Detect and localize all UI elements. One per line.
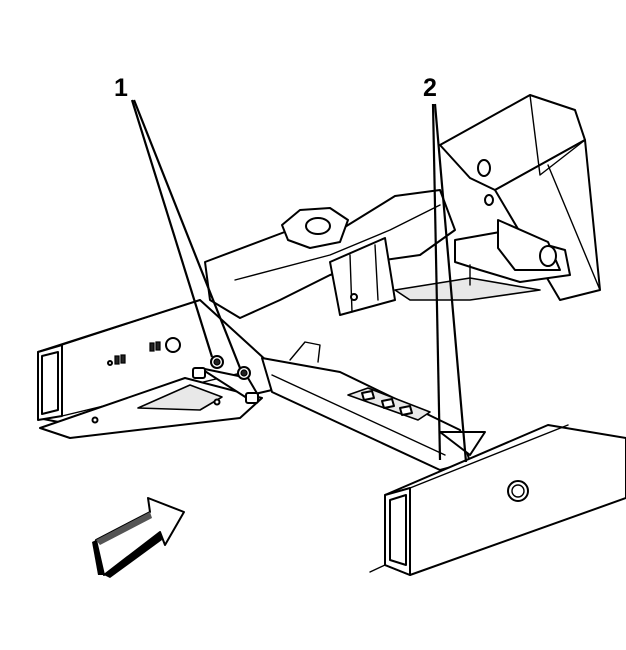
lower-crossmember bbox=[261, 341, 486, 471]
right-frame-rail bbox=[439, 94, 601, 301]
front-right-rail bbox=[369, 424, 626, 576]
callout-leaders bbox=[130, 99, 468, 463]
leader-1a bbox=[130, 99, 214, 358]
bolt-group bbox=[192, 355, 259, 404]
leader-1b bbox=[132, 99, 242, 369]
crossmember bbox=[204, 189, 456, 319]
forward-arrow-icon bbox=[92, 497, 185, 578]
callout-1: 1 bbox=[114, 74, 128, 102]
callout-2: 2 bbox=[423, 74, 437, 102]
leader-2a bbox=[431, 103, 442, 461]
leader-2b bbox=[433, 103, 468, 463]
mount-plate bbox=[39, 367, 263, 439]
right-bracket bbox=[394, 219, 571, 301]
